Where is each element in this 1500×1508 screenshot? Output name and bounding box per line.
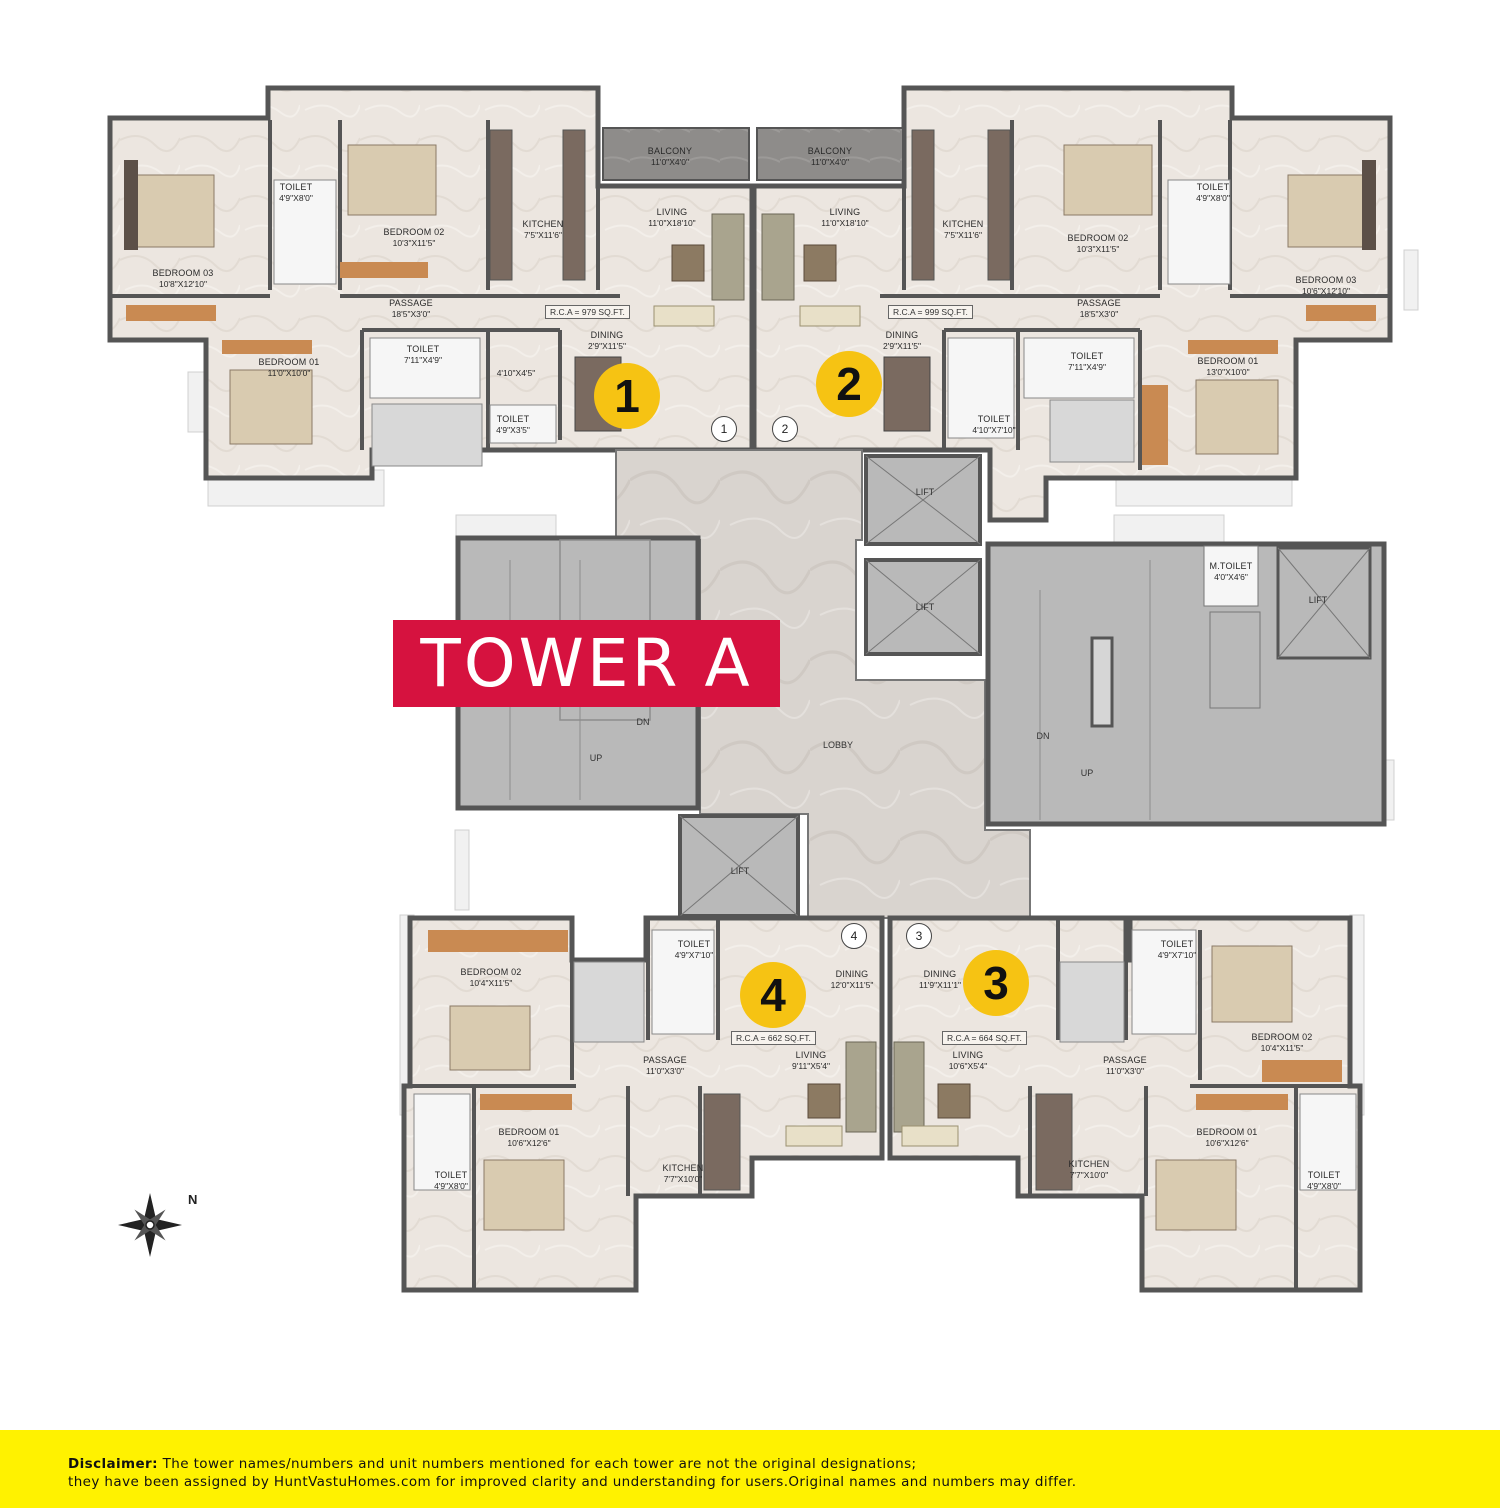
disclaimer-heading: Disclaimer: [68,1456,158,1472]
lobby-label: LOBBY [822,740,854,750]
tower-title: TOWER A [393,620,780,707]
unit-2-plan [751,85,1393,523]
lift-label: LIFT [1308,595,1328,605]
lift-label: LIFT [915,487,935,497]
disclaimer-line-1: Disclaimer: The tower names/numbers and … [68,1456,916,1473]
unit-1-door-number: 1 [711,416,737,442]
unit-2-rca: R.C.A = 999 SQ.FT. [888,305,973,319]
lift-label: LIFT [730,866,750,876]
unit-1-badge: 1 [594,363,660,429]
compass-north-label: N [188,1192,198,1207]
room-label: 4'10"X4'5" [496,368,536,378]
unit-3-rca: R.C.A = 664 SQ.FT. [942,1031,1027,1045]
stair-dn-label: DN [636,717,650,727]
stair-up-label: UP [1080,768,1094,778]
floor-plan [107,85,1419,1293]
unit-4-door-number: 4 [841,923,867,949]
unit-2-door-number: 2 [772,416,798,442]
compass-icon [118,1193,182,1257]
core-plan [455,449,1387,919]
unit-4-badge: 4 [740,962,806,1028]
disclaimer-line-2: they have been assigned by HuntVastuHome… [68,1474,1077,1490]
unit-3-door-number: 3 [906,923,932,949]
unit-1-rca: R.C.A = 979 SQ.FT. [545,305,630,319]
unit-2-badge: 2 [816,351,882,417]
disclaimer-banner [0,1430,1500,1508]
disclaimer-text-1: The tower names/numbers and unit numbers… [157,1456,917,1472]
lift-label: LIFT [915,602,935,612]
stair-dn-label: DN [1036,731,1050,741]
stair-up-label: UP [589,753,603,763]
unit-3-badge: 3 [963,950,1029,1016]
unit-4-rca: R.C.A = 662 SQ.FT. [731,1031,816,1045]
